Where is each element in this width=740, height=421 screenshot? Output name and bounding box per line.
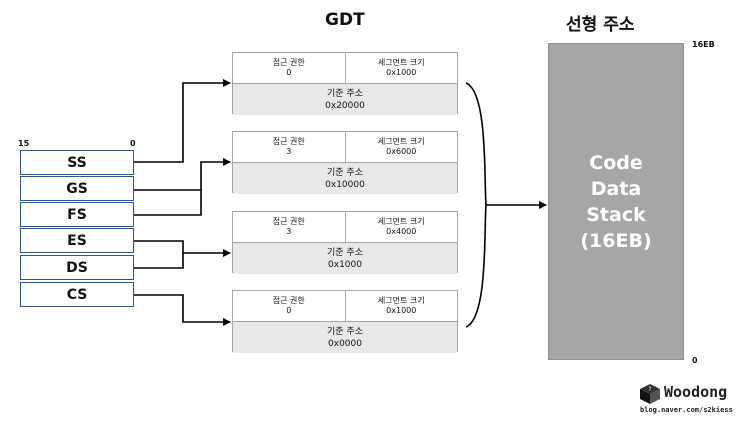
privilege-cell: 접근 권한 3 — [233, 132, 345, 162]
arrow-ds — [134, 253, 184, 269]
privilege-value: 0 — [286, 68, 292, 77]
base-address-value: 0x20000 — [325, 100, 365, 111]
base-address-value: 0x0000 — [328, 338, 362, 349]
register-ds: DS — [20, 255, 134, 280]
linear-line-stack: Stack — [586, 203, 646, 226]
linear-line-size: (16EB) — [580, 229, 652, 252]
logo-url: blog.naver.com/s2kiess — [640, 406, 733, 414]
privilege-label: 접근 권한 — [272, 58, 305, 67]
register-bit-high: 15 — [18, 139, 30, 148]
arrow-fs — [134, 190, 202, 216]
privilege-value: 0 — [286, 306, 292, 315]
segment-size-value: 0x1000 — [386, 68, 417, 77]
svg-text:?: ? — [648, 386, 651, 393]
register-gs: GS — [20, 176, 134, 201]
segment-size-cell: 세그먼트 크기 0x4000 — [344, 212, 458, 242]
cube-logo-icon: ? — [638, 383, 662, 405]
register-fs: FS — [20, 202, 134, 227]
base-address-value: 0x10000 — [325, 179, 365, 190]
segment-size-value: 0x6000 — [386, 147, 417, 156]
segment-size-label: 세그먼트 크기 — [377, 58, 425, 67]
register-es: ES — [20, 228, 134, 253]
segment-size-cell: 세그먼트 크기 0x1000 — [344, 53, 458, 83]
segment-size-value: 0x4000 — [386, 227, 417, 236]
base-address-label: 기준 주소 — [327, 167, 363, 178]
gdt-entry: 접근 권한 3 세그먼트 크기 0x6000 기준 주소 0x10000 — [232, 131, 458, 194]
arrow-es — [134, 240, 231, 257]
base-address-label: 기준 주소 — [327, 88, 363, 99]
gdt-entry: 접근 권한 3 세그먼트 크기 0x4000 기준 주소 0x1000 — [232, 211, 458, 274]
privilege-cell: 접근 권한 3 — [233, 212, 345, 242]
segment-size-cell: 세그먼트 크기 0x1000 — [344, 291, 458, 321]
base-address-label: 기준 주소 — [327, 326, 363, 337]
segment-size-label: 세그먼트 크기 — [377, 296, 425, 305]
arrow-gs — [134, 158, 231, 191]
segment-size-cell: 세그먼트 크기 0x6000 — [344, 132, 458, 162]
privilege-label: 접근 권한 — [272, 137, 305, 146]
segment-size-label: 세그먼트 크기 — [377, 137, 425, 146]
linear-top-label: 16EB — [692, 40, 715, 49]
base-address-cell: 기준 주소 0x20000 — [233, 84, 457, 115]
gdt-title: GDT — [325, 10, 365, 30]
segment-size-label: 세그먼트 크기 — [377, 217, 425, 226]
linear-bottom-label: 0 — [692, 356, 698, 365]
privilege-value: 3 — [286, 227, 292, 236]
segment-size-value: 0x1000 — [386, 306, 417, 315]
base-address-cell: 기준 주소 0x10000 — [233, 163, 457, 194]
register-ss: SS — [20, 150, 134, 175]
privilege-label: 접근 권한 — [272, 217, 305, 226]
gdt-entry: 접근 권한 0 세그먼트 크기 0x1000 기준 주소 0x20000 — [232, 52, 458, 115]
arrow-ss — [134, 79, 231, 163]
base-address-value: 0x1000 — [328, 259, 362, 270]
base-address-cell: 기준 주소 0x0000 — [233, 322, 457, 353]
linear-address-space: Code Data Stack (16EB) — [548, 43, 684, 360]
gdt-brace — [465, 82, 487, 328]
logo-name: Woodong — [664, 383, 728, 401]
linear-address-title: 선형 주소 — [566, 15, 635, 35]
arrow-cs — [134, 294, 231, 326]
privilege-cell: 접근 권한 0 — [233, 53, 345, 83]
base-address-cell: 기준 주소 0x1000 — [233, 243, 457, 274]
base-address-label: 기준 주소 — [327, 247, 363, 258]
linear-line-data: Data — [590, 177, 642, 200]
register-bit-low: 0 — [130, 139, 136, 148]
gdt-entry: 접근 권한 0 세그먼트 크기 0x1000 기준 주소 0x0000 — [232, 290, 458, 353]
register-cs: CS — [20, 282, 134, 307]
privilege-label: 접근 권한 — [272, 296, 305, 305]
linear-line-code: Code — [589, 151, 643, 174]
privilege-value: 3 — [286, 147, 292, 156]
privilege-cell: 접근 권한 0 — [233, 291, 345, 321]
